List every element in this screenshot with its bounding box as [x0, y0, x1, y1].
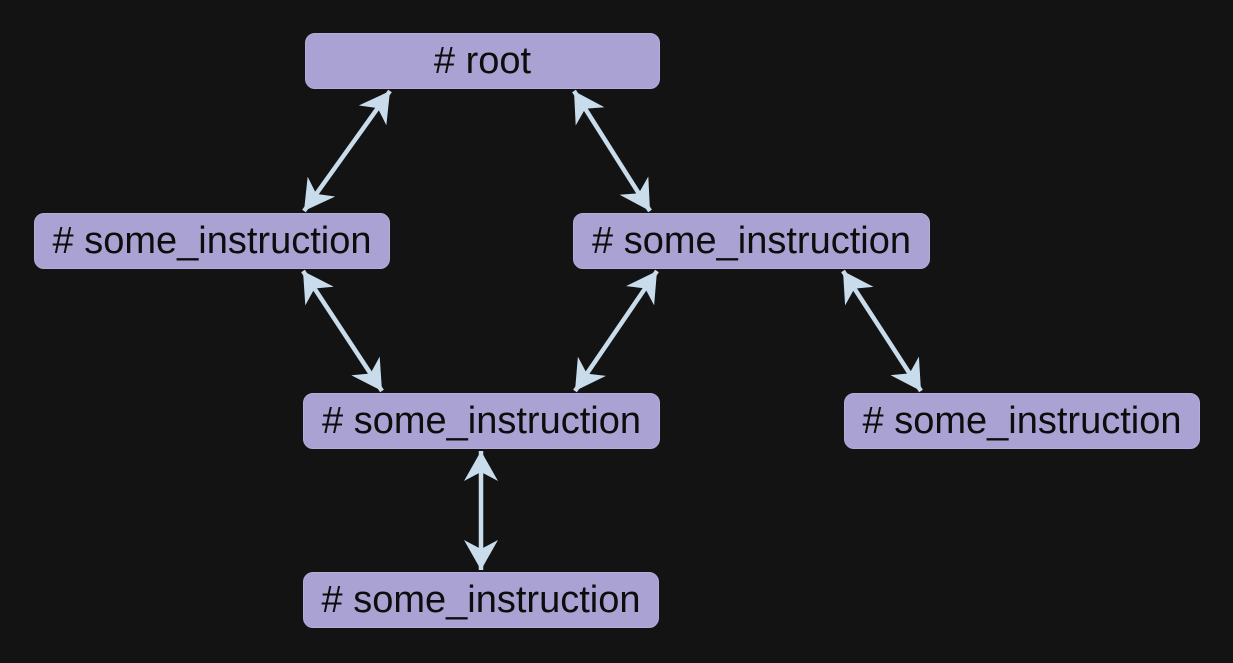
node-instr-right: # some_instruction — [844, 393, 1200, 449]
node-label: # some_instruction — [592, 220, 911, 262]
node-label: # some_instruction — [862, 400, 1182, 442]
node-instr-center: # some_instruction — [303, 393, 660, 449]
node-label: # some_instruction — [321, 579, 641, 621]
node-root: # root — [305, 33, 660, 89]
edge-instr-mid-right--instr-right — [841, 269, 923, 393]
edge-instr-mid-right--instr-center — [573, 269, 659, 393]
edge-root--instr-left — [302, 89, 392, 213]
node-instr-mid-right: # some_instruction — [573, 213, 930, 269]
node-instr-left: # some_instruction — [34, 213, 390, 269]
node-instr-bottom: # some_instruction — [303, 572, 659, 628]
node-label: # some_instruction — [52, 220, 372, 262]
node-label: # some_instruction — [322, 400, 641, 442]
node-label: # root — [433, 40, 532, 82]
edge-root--instr-mid-right — [572, 89, 652, 213]
edge-instr-left--instr-center — [301, 269, 384, 393]
